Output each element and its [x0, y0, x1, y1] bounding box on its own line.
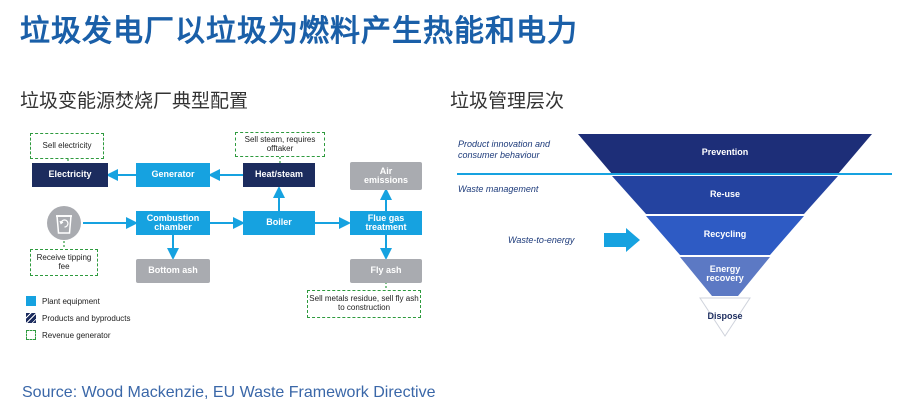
- bottom-ash-box: Bottom ash: [136, 259, 210, 283]
- tier-label-recycling: Recycling: [703, 229, 747, 239]
- sell-electricity-note: Sell electricity: [30, 133, 104, 159]
- legend-plant-equipment: Plant equipment: [26, 296, 100, 306]
- generator-box: Generator: [136, 163, 210, 187]
- label-waste-to-energy: Waste-to-energy: [508, 235, 575, 245]
- tier-label-energy-recovery: Energy recovery: [706, 264, 744, 284]
- legend-swatch-navy: [26, 313, 36, 323]
- right-subtitle: 垃圾管理层次: [450, 90, 565, 112]
- tier-label-dispose: Dispose: [707, 311, 743, 321]
- legend-revenue: Revenue generator: [26, 330, 111, 340]
- sell-metals-note: Sell metals residue, sell fly ash to con…: [307, 290, 421, 318]
- electricity-box: Electricity: [32, 163, 108, 187]
- legend-swatch-dashed: [26, 330, 36, 340]
- label-product-innovation: Product innovation and consumer behaviou…: [458, 139, 551, 160]
- boiler-box: Boiler: [243, 211, 315, 235]
- flue-gas-treatment-box: Flue gas treatment: [350, 211, 422, 235]
- legend-swatch-blue: [26, 296, 36, 306]
- tipping-fee-note: Receive tipping fee: [30, 249, 98, 276]
- waste-to-energy-arrow: [604, 228, 640, 252]
- source-note: Source: Wood Mackenzie, EU Waste Framewo…: [22, 384, 436, 401]
- sell-steam-note: Sell steam, requires offtaker: [235, 132, 325, 157]
- page-title: 垃圾发电厂以垃圾为燃料产生热能和电力: [20, 14, 578, 49]
- legend-products: Products and byproducts: [26, 313, 131, 323]
- fly-ash-box: Fly ash: [350, 259, 422, 283]
- tier-label-prevention: Prevention: [701, 147, 749, 157]
- left-subtitle: 垃圾变能源焚烧厂典型配置: [20, 90, 249, 112]
- heat-steam-box: Heat/steam: [243, 163, 315, 187]
- label-waste-management: Waste management: [458, 184, 539, 194]
- recycle-bin-icon: [47, 206, 81, 240]
- air-emissions-box: Air emissions: [350, 162, 422, 190]
- tier-label-reuse: Re-use: [709, 189, 740, 199]
- combustion-chamber-box: Combustion chamber: [136, 211, 210, 235]
